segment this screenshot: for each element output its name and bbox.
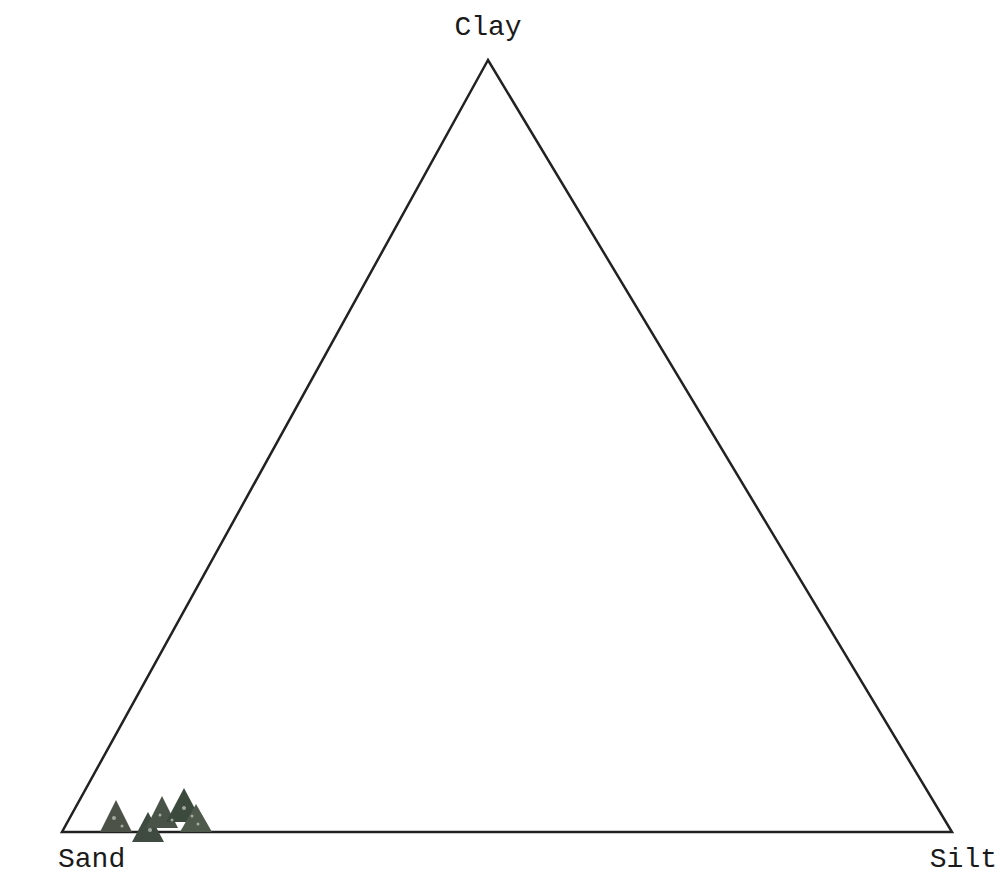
corner-label: Clay: [454, 14, 521, 42]
corner-label: Silt: [930, 846, 997, 874]
sample-markers: [100, 788, 212, 842]
sample-marker: [180, 804, 212, 832]
ternary-triangle: [62, 60, 952, 832]
sample-marker: [100, 800, 132, 832]
corner-label: Sand: [58, 846, 125, 874]
